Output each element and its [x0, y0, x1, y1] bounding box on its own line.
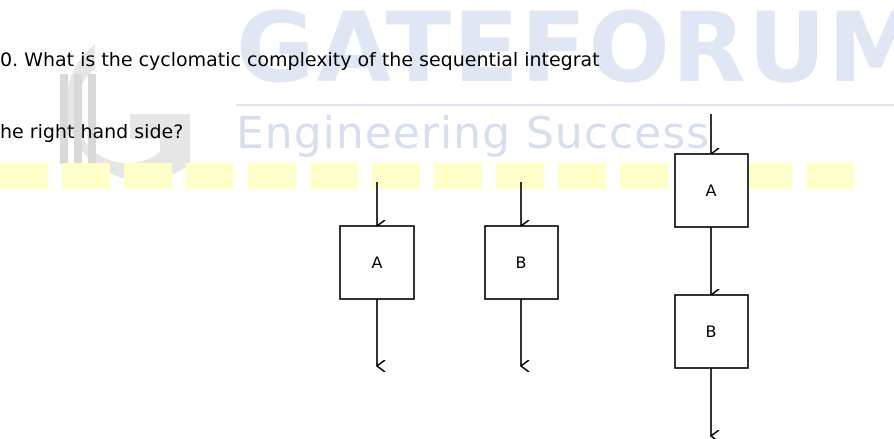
integrated-a-box — [674, 153, 749, 228]
module-a-box — [339, 225, 415, 300]
module-b-box — [484, 225, 559, 300]
integrated-a-label: A — [706, 181, 717, 200]
question-line-2: he right hand side? — [0, 121, 184, 143]
gateforum-logo-icon — [60, 44, 190, 181]
integrated-b-label: B — [706, 322, 717, 341]
watermark-tagline: Engineering Success — [236, 108, 711, 159]
module-a-label: A — [372, 253, 383, 272]
watermark-rule — [236, 104, 894, 106]
watermark-title: GATEFORUM — [236, 0, 894, 104]
question-line-1: 0. What is the cyclomatic complexity of … — [0, 49, 600, 71]
module-b-label: B — [516, 253, 527, 272]
integrated-b-box — [674, 294, 749, 369]
question-text: 0. What is the cyclomatic complexity of … — [0, 0, 894, 168]
